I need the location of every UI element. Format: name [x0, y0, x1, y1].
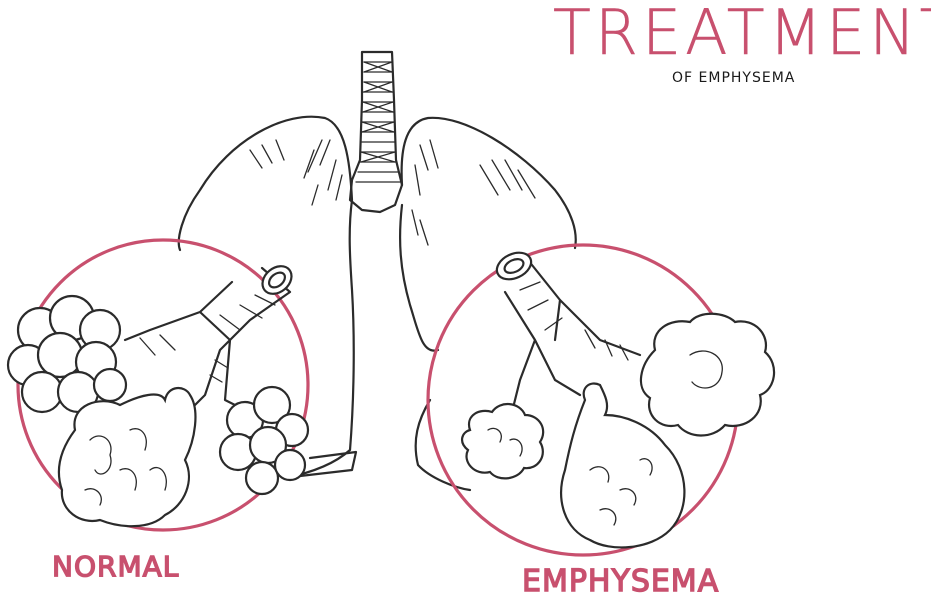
page-title: TREATMENT	[553, 0, 931, 69]
emphysema-alveoli-cluster	[461, 403, 545, 480]
normal-magnify-circle	[16, 238, 310, 532]
right-lung	[399, 116, 577, 492]
normal-alveoli-cluster-2	[218, 385, 310, 496]
emphysema-bronchiole	[495, 251, 642, 422]
emphysema-dilated-alveolus-1	[639, 312, 776, 437]
page-subtitle: OF EMPHYSEMA	[672, 70, 796, 86]
emphysema-alveolar-sac	[560, 382, 686, 549]
normal-bronchiole	[123, 265, 293, 422]
left-lung	[177, 115, 358, 480]
normal-alveoli-cluster-1	[6, 294, 128, 414]
normal-alveolar-sac	[57, 387, 197, 528]
emphysema-label: EMPHYSEMA	[521, 563, 720, 599]
normal-label: NORMAL	[51, 549, 180, 583]
trachea	[348, 50, 404, 214]
